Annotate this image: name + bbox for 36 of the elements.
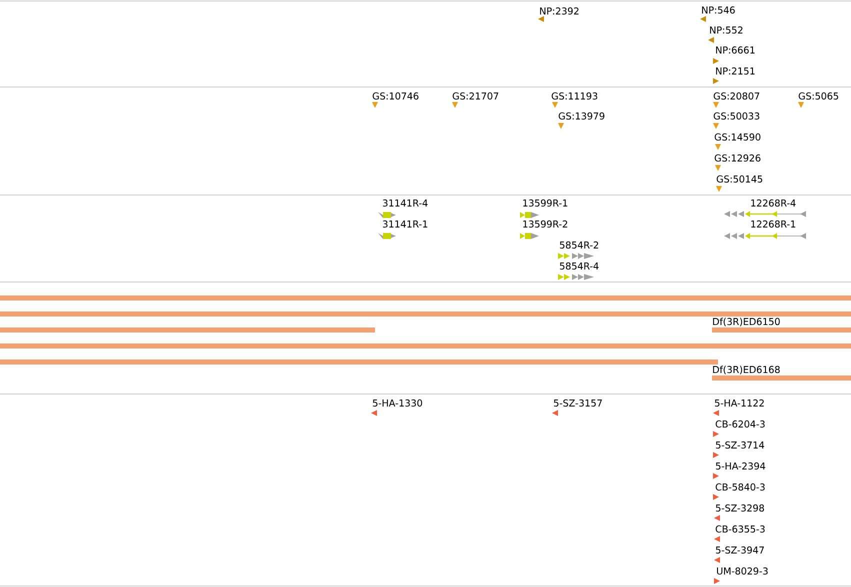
feature-label: 13599R-2 (523, 220, 568, 228)
feature-label: 5854R-2 (560, 241, 598, 249)
feature-label: UM-8029-3 (717, 567, 768, 575)
feature-label: GS:10746 (372, 92, 418, 100)
feature-label: NP:6661 (716, 46, 755, 54)
feature-label: GS:14590 (714, 133, 760, 141)
feature-label: 12268R-1 (751, 220, 796, 228)
feature-label: 31141R-1 (382, 220, 428, 228)
feature-label: 5-HA-1330 (372, 399, 422, 407)
feature-label: 5854R-4 (560, 262, 599, 270)
feature-label: GS:50145 (716, 175, 762, 183)
feature-label: 13599R-1 (523, 199, 568, 207)
feature-label: Df(3R)ED6168 (713, 366, 780, 374)
feature-label: CB-6355-3 (716, 525, 765, 533)
feature-label: 12268R-4 (751, 199, 796, 207)
feature-label: NP:552 (710, 26, 742, 34)
feature-label: 5-SZ-3947 (716, 546, 764, 554)
feature-label: NP:2392 (540, 7, 578, 15)
feature-label: GS:20807 (714, 92, 760, 100)
feature-label: GS:11193 (552, 92, 598, 100)
feature-label: GS:21707 (452, 92, 498, 100)
feature-label: 5-SZ-3157 (554, 399, 602, 407)
feature-label: 5-SZ-3298 (716, 504, 764, 512)
feature-label: Df(3R)ED6150 (713, 318, 780, 326)
feature-label: NP:2151 (716, 67, 755, 75)
feature-label: CB-6204-3 (716, 420, 765, 428)
feature-label: 5-HA-2394 (716, 462, 766, 470)
feature-label: CB-5840-3 (716, 483, 765, 491)
feature-label: 31141R-4 (382, 199, 428, 207)
feature-label: 5-SZ-3714 (716, 441, 764, 449)
feature-label: GS:50033 (714, 112, 760, 120)
feature-label: GS:5065 (798, 92, 838, 100)
feature-label: GS:12926 (714, 154, 760, 162)
feature-label: NP:546 (702, 6, 735, 14)
feature-label: GS:13979 (558, 112, 604, 120)
feature-label: 5-HA-1122 (714, 399, 764, 407)
